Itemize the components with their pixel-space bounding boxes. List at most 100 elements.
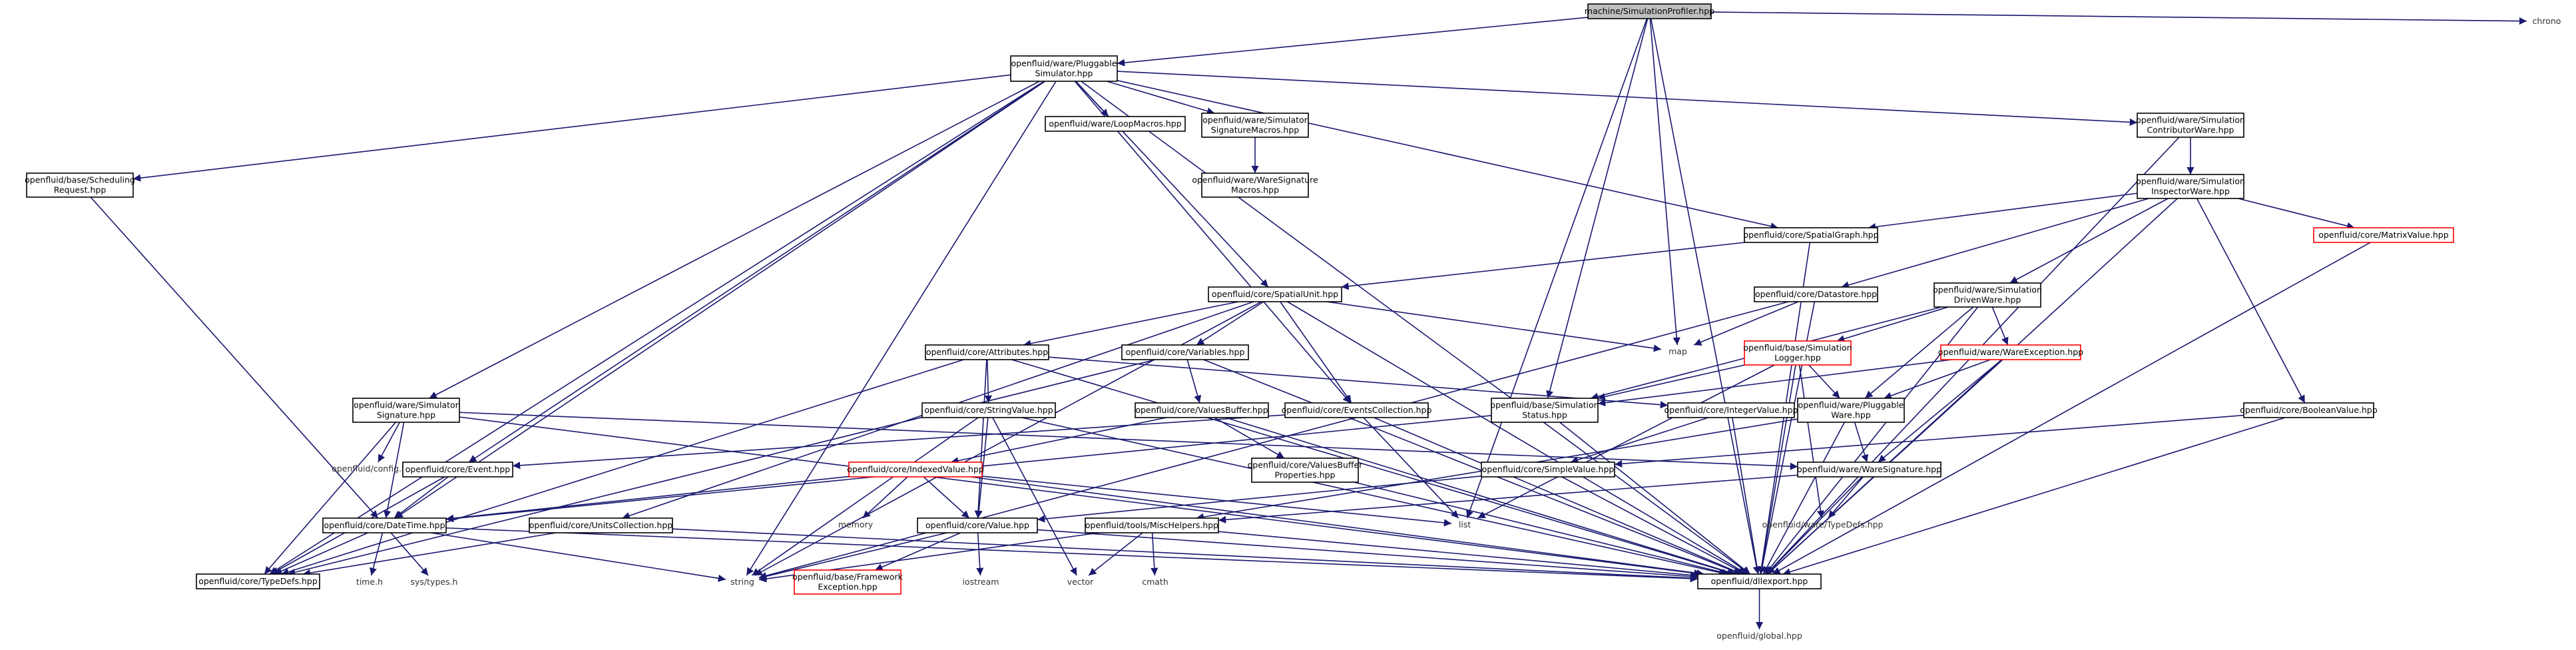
edge-event-to-datetime xyxy=(393,476,449,519)
node-contribware[interactable]: openfluid/ware/SimulationContributorWare… xyxy=(2136,113,2245,138)
node-box xyxy=(1045,116,1186,132)
node-list: list xyxy=(1459,519,1471,529)
node-chrono: chrono xyxy=(2533,16,2561,26)
edge-pluggable_sim-to-string xyxy=(746,81,1057,576)
node-waresignature[interactable]: openfluid/ware/WareSignature.hpp xyxy=(1797,462,1941,478)
node-simplevalue[interactable]: openfluid/core/SimpleValue.hpp xyxy=(1481,462,1615,478)
node-wareexception[interactable]: openfluid/ware/WareException.hpp xyxy=(1938,344,2083,360)
edge-pluggable_sim-to-contribware xyxy=(1117,71,2138,127)
node-valuesbuffer[interactable]: openfluid/core/ValuesBuffer.hpp xyxy=(1135,402,1269,418)
edge-simsignature-to-dllexport xyxy=(459,416,1702,577)
node-loopmacros[interactable]: openfluid/ware/LoopMacros.hpp xyxy=(1045,116,1186,132)
node-waretypedefs: openfluid/ware/TypeDefs.hpp xyxy=(1762,519,1884,529)
node-attributes[interactable]: openfluid/core/Attributes.hpp xyxy=(925,344,1049,360)
edge-indexedvalue-to-memory xyxy=(862,476,908,519)
node-systypes: sys/types.h xyxy=(411,577,458,587)
node-vector: vector xyxy=(1067,577,1095,587)
node-label: openfluid/ware/Simulation xyxy=(2136,176,2245,186)
node-event[interactable]: openfluid/core/Event.hpp xyxy=(402,462,513,478)
node-label: machine/SimulationProfiler.hpp xyxy=(1585,6,1714,16)
node-box xyxy=(1201,113,1309,138)
node-indexedvalue[interactable]: openfluid/core/IndexedValue.hpp xyxy=(847,462,984,478)
node-matrixvalue[interactable]: openfluid/core/MatrixValue.hpp xyxy=(2313,227,2454,243)
node-label: openfluid/ware/LoopMacros.hpp xyxy=(1049,119,1181,129)
node-label: openfluid/ware/WareException.hpp xyxy=(1938,347,2083,357)
edge-unitscoll-to-coretypedefs xyxy=(302,532,557,577)
node-config: openfluid/config.hpp xyxy=(332,464,417,474)
node-label: Logger.hpp xyxy=(1774,353,1821,363)
edge-value-to-iostream xyxy=(976,532,984,576)
edge-inspectorware-to-datastore xyxy=(1841,198,2149,289)
node-box xyxy=(1491,398,1599,423)
node-label: sys/types.h xyxy=(411,577,458,587)
node-value[interactable]: openfluid/core/Value.hpp xyxy=(917,517,1038,533)
node-eventscoll[interactable]: openfluid/core/EventsCollection.hpp xyxy=(1282,402,1432,418)
node-box xyxy=(925,344,1049,360)
node-dllexport[interactable]: openfluid/dllexport.hpp xyxy=(1697,573,1822,589)
edge-simlogger-to-simstatus xyxy=(1597,364,1745,400)
node-coretypedefs[interactable]: openfluid/core/TypeDefs.hpp xyxy=(196,573,320,589)
edge-indexedvalue-to-value xyxy=(923,476,970,519)
node-box xyxy=(1667,402,1795,418)
edge-root-to-list xyxy=(1466,18,1648,519)
node-memory: memory xyxy=(838,519,874,529)
node-inspectorware[interactable]: openfluid/ware/SimulationInspectorWare.h… xyxy=(2136,174,2245,199)
edge-datetime-to-coretypedefs xyxy=(274,532,368,575)
node-variables[interactable]: openfluid/core/Variables.hpp xyxy=(1121,344,1249,360)
edge-mischelpers-to-vector xyxy=(1088,532,1143,576)
edge-eventscoll-to-dllexport xyxy=(1374,417,1742,575)
edge-inspectorware-to-booleanvalue xyxy=(2196,198,2306,404)
node-box xyxy=(1201,172,1309,198)
node-label: openfluid/dllexport.hpp xyxy=(1711,576,1808,586)
node-label: openfluid/core/IndexedValue.hpp xyxy=(847,464,984,474)
edge-variables-to-valuesbuffer xyxy=(1186,359,1202,404)
edge-pluggable_sim-to-datetime xyxy=(395,81,1046,519)
node-root[interactable]: machine/SimulationProfiler.hpp xyxy=(1585,3,1714,19)
edge-root-to-simstatus xyxy=(1546,18,1649,399)
node-spatialgraph[interactable]: openfluid/core/SpatialGraph.hpp xyxy=(1743,227,1879,243)
node-box xyxy=(1284,402,1429,418)
node-datastore[interactable]: openfluid/core/Datastore.hpp xyxy=(1754,286,1878,302)
node-box xyxy=(921,402,1056,418)
node-integervalue[interactable]: openfluid/core/IntegerValue.hpp xyxy=(1665,402,1798,418)
node-spatialunit[interactable]: openfluid/core/SpatialUnit.hpp xyxy=(1208,286,1342,302)
node-box xyxy=(529,517,673,533)
edge-drivenware-to-simlogger xyxy=(1836,306,1949,343)
node-label: list xyxy=(1459,519,1471,529)
edge-root-to-pluggable_sim xyxy=(1117,17,1589,67)
node-unitscoll[interactable]: openfluid/core/UnitsCollection.hpp xyxy=(529,517,673,533)
edge-indexedvalue-to-list xyxy=(981,476,1452,527)
edge-stringvalue-to-vector xyxy=(992,417,1077,576)
edge-indexedvalue-to-datetime xyxy=(445,476,850,522)
edge-simsignature-to-coretypedefs xyxy=(264,422,397,575)
node-simsigmacros[interactable]: openfluid/ware/SimulatorSignatureMacros.… xyxy=(1201,113,1309,138)
node-label: openfluid/base/Scheduling xyxy=(25,175,135,185)
edge-pluggable_sim-to-spatialunit xyxy=(1075,81,1269,288)
node-timeh: time.h xyxy=(356,577,383,587)
edge-pluggable_sim-to-dllexport xyxy=(1081,81,1750,575)
node-datetime[interactable]: openfluid/core/DateTime.hpp xyxy=(322,517,447,533)
node-mischelpers[interactable]: openfluid/tools/MiscHelpers.hpp xyxy=(1085,517,1219,533)
node-box xyxy=(196,573,320,589)
node-booleanvalue[interactable]: openfluid/core/BooleanValue.hpp xyxy=(2240,402,2378,418)
edge-attributes-to-dllexport xyxy=(1011,359,1735,576)
edge-spatialunit-to-string xyxy=(754,301,1262,576)
edge-value-to-string xyxy=(758,532,947,580)
edge-eventscoll-to-list xyxy=(1363,417,1459,519)
node-label: openfluid/core/Event.hpp xyxy=(405,464,511,474)
node-cmath: cmath xyxy=(1142,577,1168,587)
node-valuesbufprops[interactable]: openfluid/core/ValuesBufferProperties.hp… xyxy=(1248,458,1364,483)
edge-datetime-to-systypes xyxy=(390,532,429,576)
edge-root-to-dllexport xyxy=(1650,18,1760,575)
node-stringvalue[interactable]: openfluid/core/StringValue.hpp xyxy=(921,402,1056,418)
